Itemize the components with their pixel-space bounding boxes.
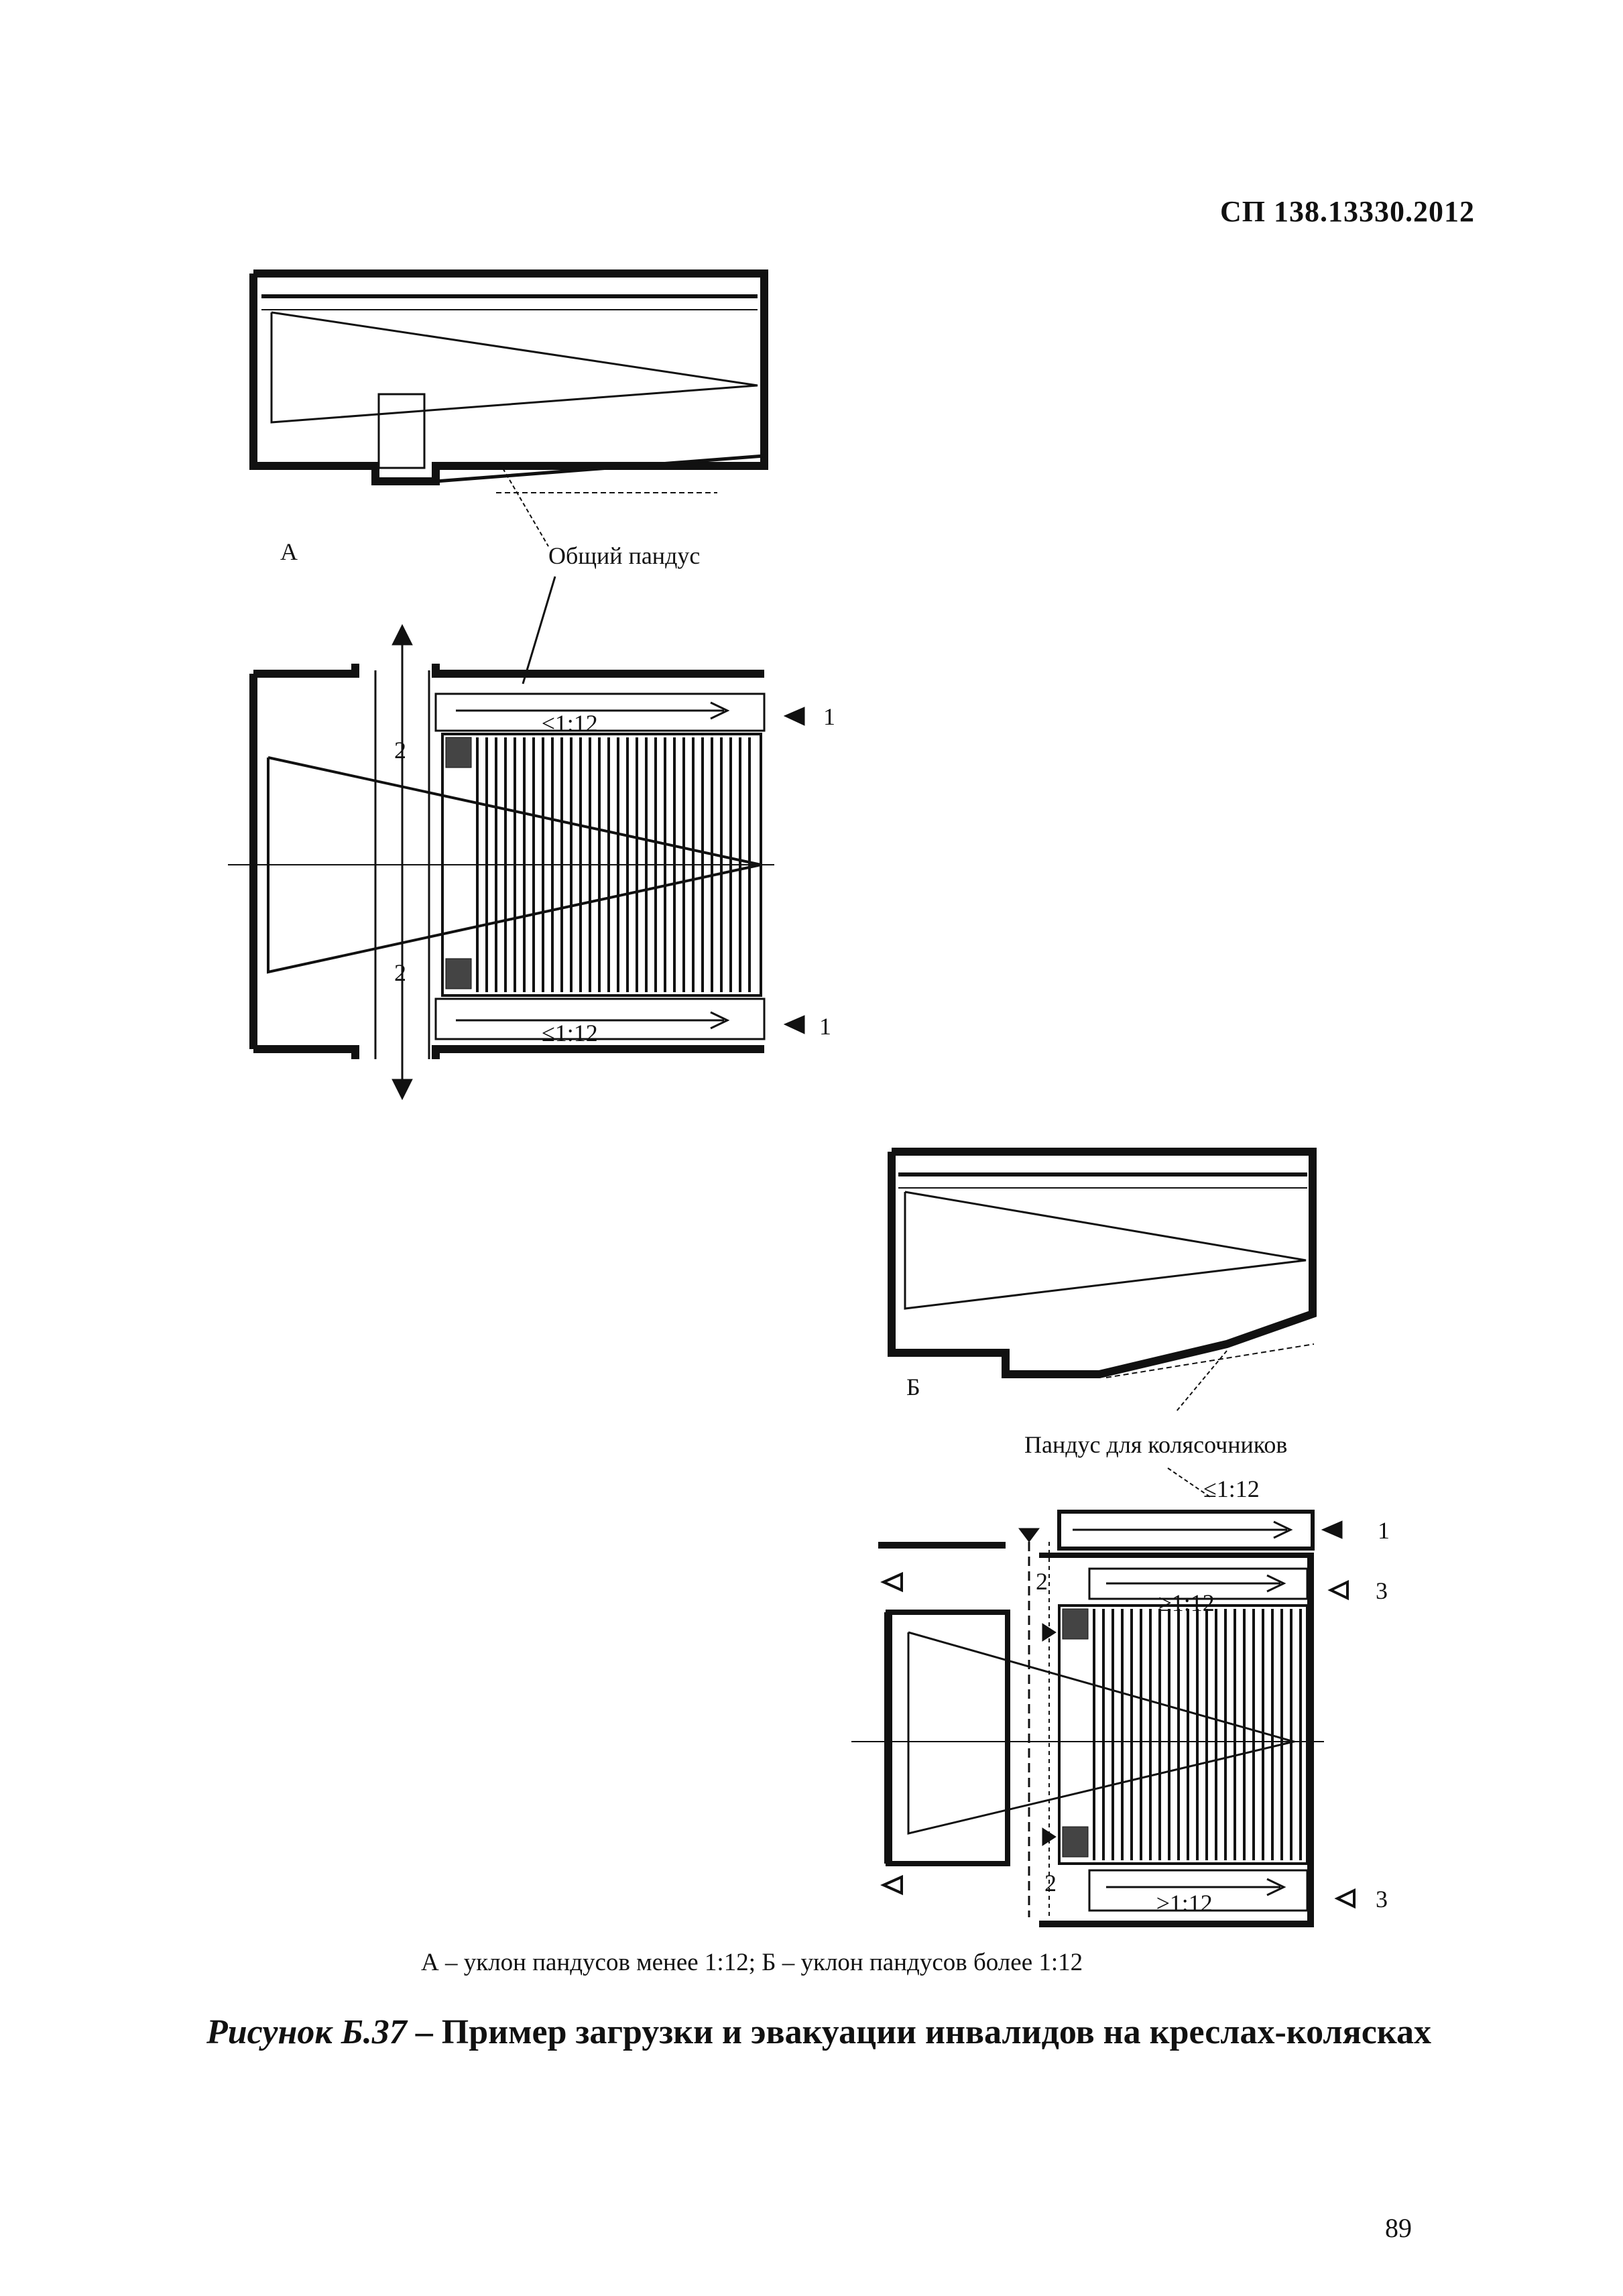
figure-a-drawing xyxy=(228,269,805,1101)
figure-b-left-block xyxy=(886,1610,1010,1866)
left-hollow-arrow-icon xyxy=(1334,1888,1356,1909)
figure-b-top-view xyxy=(888,1148,1317,1499)
figure-b-top-outline xyxy=(888,1148,1317,1378)
right-arrow-icon xyxy=(1042,1623,1057,1642)
figure-a-top-box xyxy=(377,393,426,469)
figure-a-zone-upper: 2 xyxy=(394,737,406,764)
page-number: 89 xyxy=(1385,2213,1412,2243)
figure-b-zone-lower: 2 xyxy=(1044,1870,1057,1896)
figure-b-drawing xyxy=(851,1148,1356,1927)
figure-b-ramp-slope: ≤1:12 xyxy=(1203,1475,1260,1502)
figure-a-zone-lower: 2 xyxy=(394,959,406,986)
figure-b-plan-triangle xyxy=(907,1631,1298,1835)
figure-b-top-triangle xyxy=(904,1191,1307,1310)
marker-arrow-icon xyxy=(1321,1520,1343,1539)
figure-b-stair-block xyxy=(1058,1604,1309,1865)
figure-caption: Рисунок Б.37 – Пример загрузки и эвакуац… xyxy=(206,2012,1431,2052)
figure-b-stair-slope-lower: ≥1:12 xyxy=(1156,1890,1213,1917)
figure-b-marker-1: 1 xyxy=(1378,1517,1390,1544)
figure-a-top-ramp-edge xyxy=(435,454,765,483)
figure-a-plan-view xyxy=(228,623,805,1101)
figure-a-letter: А xyxy=(280,538,298,565)
document-code: СП 138.13330.2012 xyxy=(1220,195,1475,228)
up-arrow-icon xyxy=(392,623,413,646)
left-hollow-arrow-icon xyxy=(880,1571,903,1593)
marker-arrow-icon xyxy=(783,1015,805,1034)
figure-a-upper-slope: ≤1:12 xyxy=(542,710,598,737)
figure-a-upper-ramp xyxy=(434,692,766,732)
figure-b-ramp-callout: Пандус для колясочников xyxy=(1024,1431,1288,1458)
figure-b-zone-upper: 2 xyxy=(1036,1568,1048,1595)
figure-a-ramp-callout: Общий пандус xyxy=(548,542,701,569)
left-hollow-arrow-icon xyxy=(880,1874,903,1896)
figure-b-stair-steps xyxy=(1093,1609,1302,1860)
figure-a-lower-ramp xyxy=(434,998,766,1040)
figure-a-top-triangle xyxy=(270,311,758,424)
figure-legend: А – уклон пандусов менее 1:12; Б – уклон… xyxy=(421,1949,1083,1976)
figure-b-plan-view xyxy=(851,1510,1356,1927)
figure-a-marker-lower: 1 xyxy=(819,1013,831,1040)
figure-a-callout-leader xyxy=(499,462,549,547)
figure-b-stair-slope-upper: ≥1:12 xyxy=(1158,1589,1215,1616)
figure-caption-title: – Пример загрузки и эвакуации инвалидов … xyxy=(406,2013,1431,2051)
figure-a-lower-slope: ≤1:12 xyxy=(542,1020,598,1046)
down-arrow-icon xyxy=(1018,1528,1040,1543)
figure-a-marker-upper: 1 xyxy=(823,703,835,730)
left-hollow-arrow-icon xyxy=(1327,1579,1349,1601)
right-arrow-icon xyxy=(1042,1827,1057,1846)
down-arrow-icon xyxy=(392,1079,413,1101)
figure-b-letter: Б xyxy=(906,1374,920,1400)
figure-b-marker-3-lower: 3 xyxy=(1376,1886,1388,1913)
figure-caption-prefix: Рисунок Б.37 xyxy=(206,2013,407,2051)
figure-b-ramp xyxy=(1057,1510,1315,1551)
marker-arrow-icon xyxy=(783,707,805,726)
figure-a-top-view xyxy=(249,269,768,684)
figure-b-marker-3-upper: 3 xyxy=(1376,1577,1388,1604)
